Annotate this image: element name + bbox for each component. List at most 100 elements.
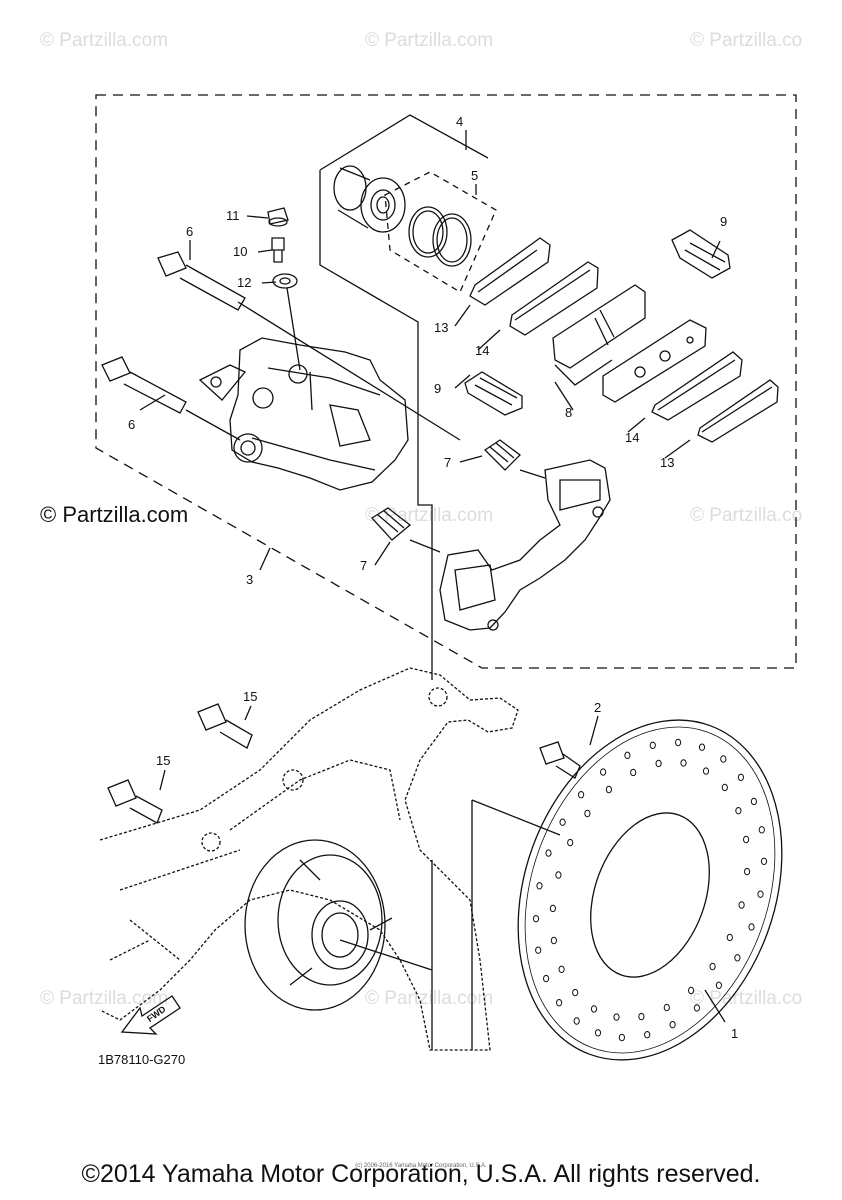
caliper-pin-lower: [101, 356, 187, 414]
disc-hole: [715, 981, 723, 989]
washer-12: [272, 273, 298, 289]
piston-seals: [408, 206, 472, 267]
disc-hole: [618, 1033, 626, 1042]
caliper-bracket: [439, 459, 611, 631]
disc-hole: [556, 999, 563, 1007]
watermark-mid-right: © Partzilla.co: [690, 505, 803, 526]
callout-4: 4: [456, 114, 463, 129]
disc-hole: [734, 954, 741, 962]
disc-hole: [721, 783, 728, 792]
disc-hole: [600, 768, 607, 776]
disc-hole: [675, 738, 682, 747]
slide-boot-upper: [483, 439, 521, 471]
callout-15-upper: 15: [243, 689, 257, 704]
disc-hole: [709, 962, 716, 971]
disc-hole: [748, 923, 755, 931]
disc-hole: [737, 773, 745, 781]
disc-hole: [758, 826, 765, 834]
disc-hole: [693, 1004, 701, 1012]
disc-hole: [688, 986, 695, 995]
callout-2: 2: [594, 700, 601, 715]
brake-pad-13-right: [697, 379, 779, 443]
disc-hole: [655, 759, 662, 768]
disc-hole: [720, 755, 727, 763]
bracket-8: [554, 359, 613, 386]
callout-15-lower: 15: [156, 753, 170, 768]
disc-hole: [594, 1029, 602, 1037]
callout-9-lower: 9: [434, 381, 441, 396]
bolt-15-upper: [197, 703, 253, 749]
disc-hole: [550, 936, 558, 945]
disc-hole: [744, 867, 751, 876]
disc-hole: [584, 809, 591, 818]
disc-hole: [726, 933, 733, 942]
slide-boot-lower: [370, 507, 412, 541]
callout-12: 12: [237, 275, 251, 290]
brake-pad-13-left: [469, 237, 551, 306]
caliper-body: [198, 337, 409, 491]
callout-11: 11: [226, 208, 240, 223]
callout-9-upper: 9: [720, 214, 727, 229]
callout-1: 1: [731, 1026, 738, 1041]
disc-hole: [605, 785, 613, 794]
disc-bolt: [539, 741, 581, 779]
disc-hole: [613, 1013, 620, 1021]
disc-hole: [536, 882, 543, 890]
callout-14-lower: 14: [625, 430, 639, 445]
disc-hole: [680, 759, 687, 767]
piston: [333, 165, 406, 233]
disc-hole: [573, 1017, 580, 1025]
pad-spring-upper: [671, 229, 731, 279]
callout-3: 3: [246, 572, 253, 587]
brake-pad-14-right: [651, 351, 743, 421]
disc-hole: [559, 818, 566, 826]
watermark-top-left: © Partzilla.com: [40, 30, 169, 51]
disc-hole: [572, 988, 579, 997]
disc-hole: [555, 871, 562, 879]
tiny-credit: (c) 2006-2016 Yamaha Motor Corporation, …: [355, 1163, 487, 1169]
disc-hole: [735, 807, 742, 815]
wheel-hub: [244, 839, 393, 1011]
disc-hole: [702, 767, 710, 775]
watermark-partzilla-main: © Partzilla.com: [40, 502, 189, 527]
callout-7-upper: 7: [444, 455, 451, 470]
disc-hole: [545, 849, 552, 857]
fwd-arrow-icon: [120, 995, 181, 1035]
callout-5: 5: [471, 168, 478, 183]
callout-7-lower: 7: [360, 558, 367, 573]
disc-holes: [532, 738, 768, 1042]
assembly-boundary: [95, 94, 797, 669]
watermark-bottom-center: © Partzilla.com: [365, 988, 494, 1009]
disc-hole: [567, 838, 574, 847]
swingarm: [99, 667, 519, 1051]
copyright-notice: ©2014 Yamaha Motor Corporation, U.S.A. A…: [81, 1160, 761, 1188]
disc-hole: [532, 915, 540, 923]
bolt-15-lower: [107, 779, 163, 824]
disc-hole: [578, 791, 585, 799]
watermark-top-right: © Partzilla.co: [690, 30, 803, 51]
watermark-bottom-right: © Partzilla.co: [690, 988, 803, 1009]
bleed-cap: [267, 207, 289, 227]
disc-hole: [663, 1003, 670, 1012]
disc-hole: [644, 1031, 651, 1039]
pad-spring-lower: [464, 371, 523, 416]
callout-10: 10: [233, 244, 247, 259]
brake-pad-8-b: [602, 319, 707, 403]
disc-hole: [743, 835, 750, 844]
brake-pad-8-a: [552, 284, 646, 369]
watermark-top-center: © Partzilla.com: [365, 30, 494, 51]
disc-hole: [760, 857, 768, 865]
brake-pad-14-left: [509, 261, 599, 336]
brake-disc: [517, 719, 783, 1061]
disc-hole: [738, 901, 745, 909]
disc-hole: [669, 1020, 676, 1029]
callout-13-upper: 13: [434, 320, 448, 335]
callout-6-lower: 6: [128, 417, 135, 432]
diagram-code: 1B78110-G270: [98, 1052, 186, 1067]
callout-14-upper: 14: [475, 343, 489, 358]
callout-8: 8: [565, 405, 572, 420]
bleeder-screw: [271, 237, 285, 263]
callout-13-lower: 13: [660, 455, 674, 470]
watermark-mid-center: © Partzilla.com: [365, 505, 494, 526]
